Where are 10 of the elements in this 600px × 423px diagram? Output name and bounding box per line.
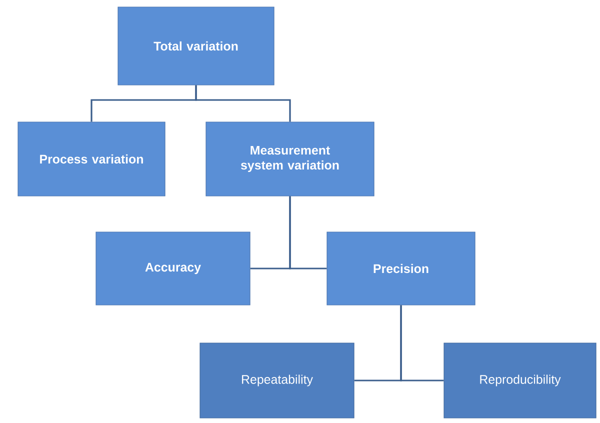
connector-line bbox=[289, 196, 327, 270]
process-box: Measurement system variation bbox=[206, 122, 374, 196]
process-box: Repeatability bbox=[200, 342, 354, 418]
connector-line bbox=[195, 85, 291, 122]
process-box: Total variation bbox=[118, 6, 274, 86]
process-box: Process variation bbox=[18, 122, 166, 196]
process-box: Accuracy bbox=[96, 232, 250, 306]
process-box: Precision bbox=[326, 232, 476, 306]
process-box: Reproducibility bbox=[444, 342, 596, 418]
connector-line bbox=[400, 305, 444, 382]
